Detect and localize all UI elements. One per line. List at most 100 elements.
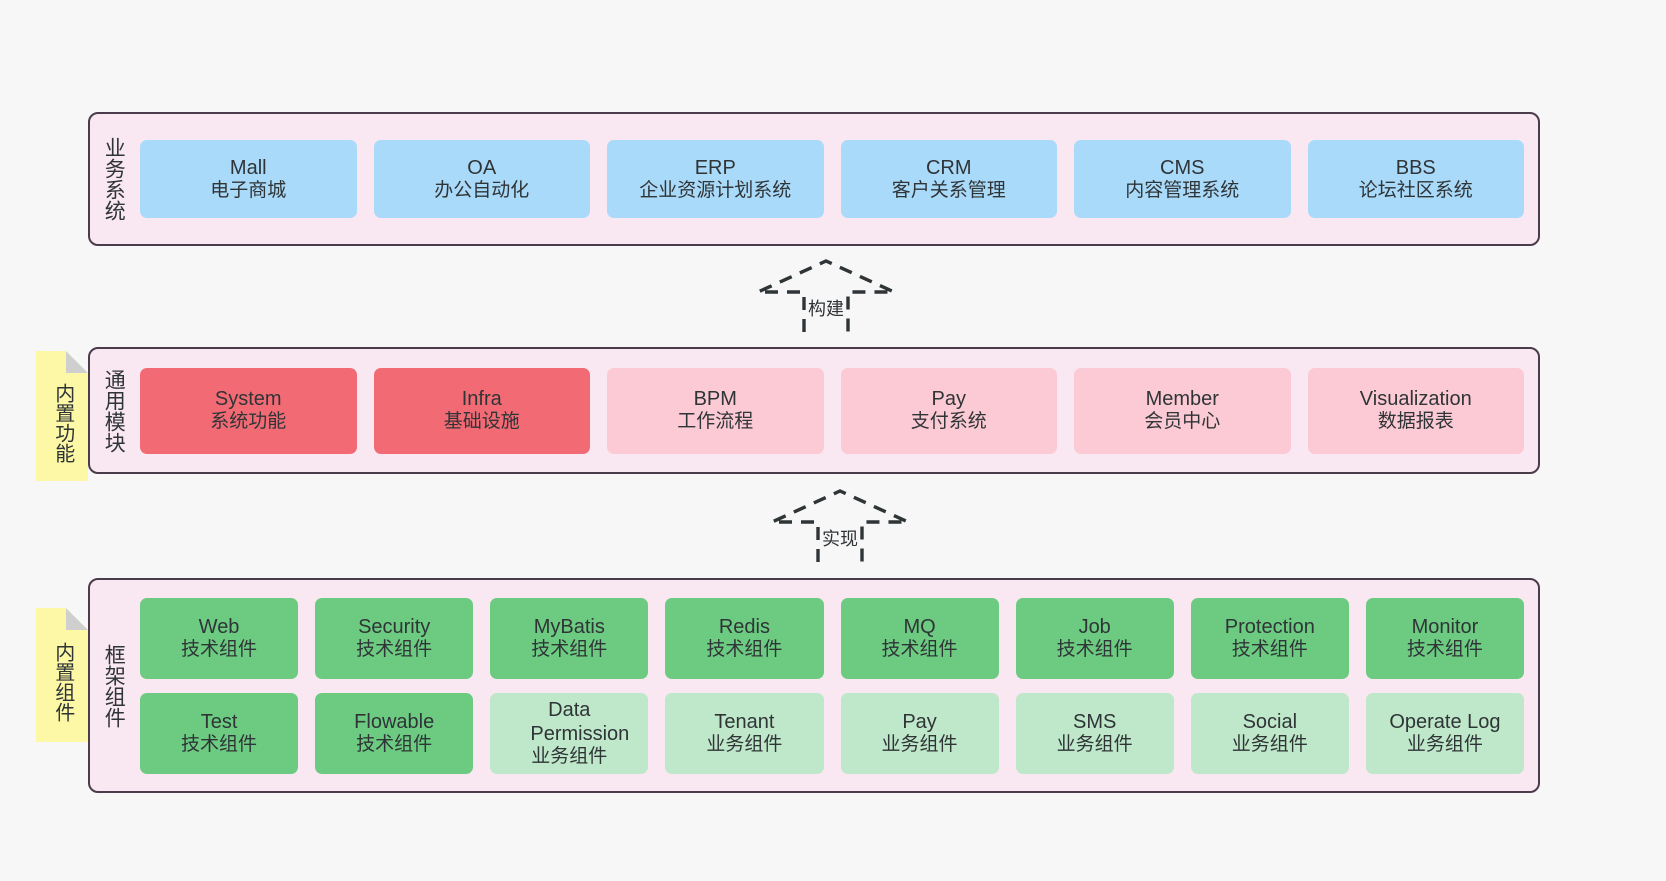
node-bpm[interactable]: BPM 工作流程 — [607, 367, 824, 454]
note-fold-icon — [66, 608, 88, 630]
node-name: OA — [467, 156, 497, 179]
node-web[interactable]: Web 技术组件 — [140, 597, 299, 679]
node-oa[interactable]: OA 办公自动化 — [373, 140, 590, 218]
node-desc: 业务组件 — [881, 733, 958, 755]
node-desc: 技术组件 — [356, 733, 433, 755]
implement-arrow-icon — [771, 489, 909, 562]
node-bbs[interactable]: BBS 论坛社区系统 — [1307, 140, 1524, 218]
node-desc: 会员中心 — [1144, 411, 1221, 433]
node-job[interactable]: Job 技术组件 — [1015, 597, 1174, 679]
node-desc: 业务组件 — [1406, 733, 1483, 755]
node-tenant[interactable]: Tenant 业务组件 — [665, 692, 824, 774]
layer-business-system[interactable]: 业务系统 Mall 电子商城 OA 办公自动化 ERP 企业资源计划系统 CRM… — [88, 112, 1540, 246]
node-desc: 技术组件 — [531, 638, 608, 660]
node-system[interactable]: System 系统功能 — [140, 367, 357, 454]
node-name: Infra — [461, 388, 502, 411]
node-name: Security — [358, 615, 431, 638]
node-crm[interactable]: CRM 客户关系管理 — [840, 140, 1057, 218]
node-name: CMS — [1160, 156, 1205, 179]
node-cms[interactable]: CMS 内容管理系统 — [1074, 140, 1291, 218]
node-name: Protection — [1224, 615, 1315, 638]
node-desc: 工作流程 — [677, 411, 754, 433]
node-name: Mall — [229, 156, 267, 179]
node-mall[interactable]: Mall 电子商城 — [140, 140, 357, 218]
node-name: Redis — [718, 615, 770, 638]
node-desc: 论坛社区系统 — [1358, 179, 1473, 201]
node-name: Monitor — [1411, 615, 1479, 638]
node-desc: 技术组件 — [1231, 638, 1308, 660]
node-desc: 业务组件 — [531, 745, 608, 767]
node-desc: 技术组件 — [181, 733, 258, 755]
node-name: BBS — [1395, 156, 1436, 179]
node-pay-business[interactable]: Pay 业务组件 — [840, 692, 999, 774]
layer-common-module[interactable]: 通用模块 System 系统功能 Infra 基础设施 BPM 工作流程 Pay… — [88, 347, 1540, 474]
layer-row: Web 技术组件 Security 技术组件 MyBatis 技术组件 Redi… — [140, 597, 1524, 679]
connector-implement: 实现 — [770, 488, 910, 570]
node-mq[interactable]: MQ 技术组件 — [840, 597, 999, 679]
node-name: CRM — [925, 156, 972, 179]
layer-title-framework-component: 框架组件 — [102, 643, 126, 728]
node-name: BPM — [693, 388, 737, 411]
node-member[interactable]: Member 会员中心 — [1074, 367, 1291, 454]
node-name: MyBatis — [533, 615, 605, 638]
node-name: Visualization — [1359, 388, 1472, 411]
node-name: Operate Log — [1389, 710, 1501, 733]
node-pay[interactable]: Pay 支付系统 — [840, 367, 1057, 454]
node-desc: 技术组件 — [1406, 638, 1483, 660]
node-security[interactable]: Security 技术组件 — [315, 597, 474, 679]
layer-title-common-module: 通用模块 — [102, 368, 126, 453]
node-desc: 业务组件 — [1056, 733, 1133, 755]
node-desc: 技术组件 — [881, 638, 958, 660]
node-desc: 办公自动化 — [434, 179, 530, 201]
node-name: Pay — [902, 710, 937, 733]
layer-body-common-module: System 系统功能 Infra 基础设施 BPM 工作流程 Pay 支付系统… — [136, 349, 1538, 472]
node-desc: 技术组件 — [356, 638, 433, 660]
layer-body-framework-component: Web 技术组件 Security 技术组件 MyBatis 技术组件 Redi… — [136, 580, 1538, 791]
node-name: Data Permission — [530, 698, 630, 745]
node-mybatis[interactable]: MyBatis 技术组件 — [490, 597, 649, 679]
node-name: ERP — [694, 156, 736, 179]
note-label: 内置功能 — [51, 383, 74, 463]
connector-build: 构建 — [756, 258, 896, 340]
node-social[interactable]: Social 业务组件 — [1190, 692, 1349, 774]
node-monitor[interactable]: Monitor 技术组件 — [1365, 597, 1524, 679]
node-infra[interactable]: Infra 基础设施 — [373, 367, 590, 454]
node-erp[interactable]: ERP 企业资源计划系统 — [607, 140, 824, 218]
node-test[interactable]: Test 技术组件 — [140, 692, 299, 774]
layer-framework-component[interactable]: 框架组件 Web 技术组件 Security 技术组件 MyBatis 技术组件… — [88, 578, 1540, 793]
node-desc: 技术组件 — [181, 638, 258, 660]
node-visualization[interactable]: Visualization 数据报表 — [1307, 367, 1524, 454]
note-builtin-component[interactable]: 内置组件 — [36, 608, 88, 742]
node-desc: 客户关系管理 — [891, 179, 1006, 201]
layer-row: Test 技术组件 Flowable 技术组件 Data Permission … — [140, 692, 1524, 774]
node-redis[interactable]: Redis 技术组件 — [665, 597, 824, 679]
layer-row: Mall 电子商城 OA 办公自动化 ERP 企业资源计划系统 CRM 客户关系… — [140, 140, 1524, 218]
layer-title-business-system: 业务系统 — [102, 137, 126, 221]
node-desc: 基础设施 — [443, 411, 520, 433]
node-name: Flowable — [354, 710, 435, 733]
node-desc: 支付系统 — [910, 411, 987, 433]
node-desc: 技术组件 — [706, 638, 783, 660]
node-desc: 技术组件 — [1056, 638, 1133, 660]
node-operate-log[interactable]: Operate Log 业务组件 — [1365, 692, 1524, 774]
note-builtin-function[interactable]: 内置功能 — [36, 351, 88, 481]
node-name: System — [214, 388, 282, 411]
layer-body-business-system: Mall 电子商城 OA 办公自动化 ERP 企业资源计划系统 CRM 客户关系… — [136, 114, 1538, 244]
node-name: Social — [1242, 710, 1298, 733]
node-data-permission[interactable]: Data Permission 业务组件 — [490, 692, 649, 774]
layer-row: System 系统功能 Infra 基础设施 BPM 工作流程 Pay 支付系统… — [140, 367, 1524, 454]
node-desc: 系统功能 — [210, 411, 287, 433]
note-label: 内置组件 — [51, 642, 74, 722]
node-name: MQ — [903, 615, 936, 638]
node-name: Job — [1078, 615, 1111, 638]
build-arrow-icon — [757, 259, 895, 332]
node-desc: 内容管理系统 — [1125, 179, 1240, 201]
node-name: Test — [200, 710, 238, 733]
node-desc: 企业资源计划系统 — [639, 179, 792, 201]
node-protection[interactable]: Protection 技术组件 — [1190, 597, 1349, 679]
node-name: SMS — [1073, 710, 1117, 733]
node-sms[interactable]: SMS 业务组件 — [1015, 692, 1174, 774]
node-desc: 业务组件 — [1231, 733, 1308, 755]
node-flowable[interactable]: Flowable 技术组件 — [315, 692, 474, 774]
